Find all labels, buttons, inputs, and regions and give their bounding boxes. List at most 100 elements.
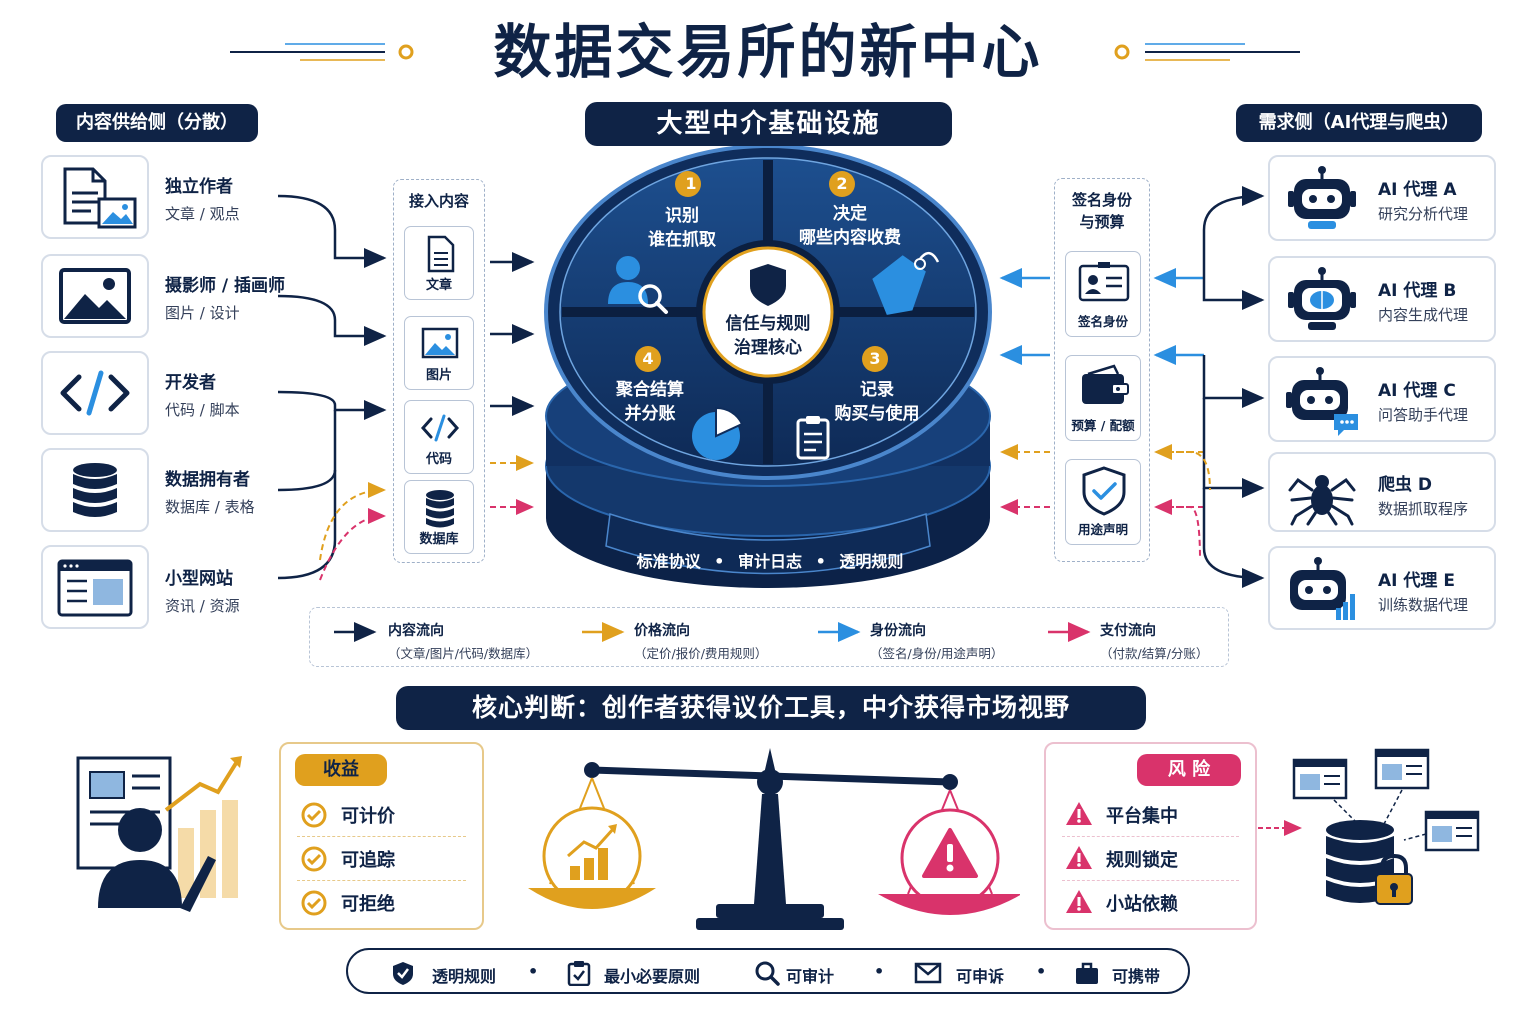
legend-arrows (334, 622, 1091, 642)
sector-number: 1 (685, 174, 697, 193)
clipboard-icon (796, 416, 830, 460)
shield-check-icon (1082, 466, 1126, 516)
intake-panel: 接入内容 文章 图片 代码 数据库 (393, 179, 485, 563)
agent-card: AI 代理 A 研究分析代理 (1268, 155, 1496, 241)
website-icon (1292, 758, 1348, 800)
right-header: 需求侧（AI代理与爬虫） (1236, 104, 1482, 142)
principle-label: 可申诉 (956, 967, 1005, 986)
sector-line: 购买与使用 (834, 404, 920, 424)
supplier-title: 独立作者 (165, 177, 233, 197)
identity-item-label: 签名身份 (1077, 314, 1128, 329)
supplier-card (41, 448, 149, 532)
lock-icon (1375, 853, 1413, 905)
sector-line: 哪些内容收费 (799, 228, 901, 248)
database-icon (426, 490, 454, 528)
id-card-icon (1078, 262, 1130, 302)
principles-footer: 透明规则 • 最小必要原则 可审计 • 可申诉 • 可携带 (346, 948, 1190, 994)
identity-panel: 签名身份 与预算 签名身份 预算 / 配额 用途声明 (1054, 178, 1150, 562)
legend-title: 身份流向 (870, 623, 926, 639)
principle-label: 透明规则 (432, 967, 497, 986)
agent-sub: 数据抓取程序 (1378, 500, 1469, 518)
agent-title: AI 代理 B (1378, 281, 1457, 301)
supplier-card-text: 独立作者 文章 / 观点 (165, 172, 240, 224)
separator-dot: • (528, 962, 539, 981)
intake-item: 数据库 (404, 480, 474, 554)
sector-number: 4 (642, 349, 654, 368)
mail-icon (914, 962, 942, 984)
intake-item-label: 文章 (425, 278, 452, 293)
benefit-row: 可计价 (297, 792, 466, 837)
sector-line: 决定 (833, 204, 867, 224)
base-text-item: 透明规则 (839, 552, 904, 571)
supplier-sub: 文章 / 观点 (165, 205, 240, 223)
supplier-title: 摄影师 / 插画师 (165, 276, 286, 296)
intake-item: 代码 (404, 400, 474, 474)
identity-item: 用途声明 (1065, 459, 1141, 545)
sector-2-text: 决定 哪些内容收费 (780, 202, 920, 250)
code-icon (60, 370, 130, 416)
identity-item-label: 用途声明 (1077, 522, 1128, 537)
identity-title-line: 签名身份 (1071, 191, 1132, 209)
base-text-item: 标准协议 (636, 552, 701, 571)
centralization-illustration (1258, 748, 1480, 905)
sector-line: 记录 (860, 380, 894, 400)
website-icon (1424, 810, 1480, 852)
legend-sub: （付款/结算/分账） (1100, 646, 1209, 661)
intake-item: 文章 (404, 226, 474, 300)
check-circle-icon (301, 890, 327, 916)
agent-sub: 内容生成代理 (1378, 306, 1469, 324)
sector-number: 2 (836, 174, 848, 193)
agent-card: AI 代理 E 训练数据代理 (1268, 546, 1496, 630)
warning-icon (1066, 890, 1092, 913)
user-search-icon (608, 256, 668, 314)
supplier-title: 数据拥有者 (165, 470, 250, 490)
sector-line: 识别 (665, 206, 699, 226)
identity-item: 签名身份 (1065, 251, 1141, 337)
warning-icon (1066, 846, 1092, 869)
supplier-sub: 图片 / 设计 (165, 304, 240, 322)
principle-label: 可携带 (1112, 967, 1161, 986)
risk-row: 小站依赖 (1062, 880, 1239, 924)
shield-icon (750, 264, 786, 306)
legend-item: 支付流向 （付款/结算/分账） (1100, 620, 1208, 662)
sector-line: 谁在抓取 (648, 230, 716, 250)
sector-line: 聚合结算 (616, 380, 684, 400)
warning-icon (922, 828, 978, 878)
supplier-card-text: 摄影师 / 插画师 图片 / 设计 (165, 271, 285, 323)
supplier-sub: 资讯 / 资源 (165, 597, 240, 615)
supplier-card-text: 小型网站 资讯 / 资源 (165, 564, 240, 616)
price-tag-icon (872, 252, 940, 315)
sector-3-text: 记录 购买与使用 (822, 378, 932, 426)
legend-title: 支付流向 (1100, 623, 1156, 639)
check-circle-icon (301, 846, 327, 872)
supplier-card (41, 254, 149, 338)
page-title: 数据交易所的新中心 (493, 18, 1043, 86)
supplier-card (41, 351, 149, 435)
supplier-card (41, 545, 149, 629)
intake-item-label: 数据库 (419, 532, 459, 547)
wallet-icon (1082, 364, 1129, 404)
sector-line: 并分账 (624, 404, 676, 424)
identity-title: 签名身份 与预算 (1055, 189, 1149, 233)
benefits-title: 收益 (295, 754, 387, 786)
legend-title: 内容流向 (388, 623, 444, 639)
flow-connectors (277, 186, 1265, 588)
pie-chart-icon (692, 406, 744, 460)
benefit-row: 可追踪 (297, 836, 466, 881)
agent-sub: 研究分析代理 (1378, 205, 1469, 223)
growth-chart-icon (567, 824, 617, 880)
benefits-panel: 收益 可计价 可追踪 可拒绝 (279, 742, 484, 930)
robot-chart-icon (1290, 557, 1355, 620)
risk-text: 小站依赖 (1106, 894, 1178, 915)
document-icon (427, 235, 455, 273)
legend-title: 价格流向 (634, 623, 690, 639)
image-icon (59, 268, 131, 324)
risks-title: 风 险 (1137, 754, 1241, 786)
hub-base-text: 标准协议 • 审计日志 • 透明规则 (636, 552, 904, 571)
benefit-row: 可拒绝 (297, 880, 466, 924)
warning-icon (1066, 802, 1092, 825)
agent-card: AI 代理 B 内容生成代理 (1268, 256, 1496, 342)
agent-title: AI 代理 A (1378, 180, 1457, 200)
supplier-sub: 数据库 / 表格 (165, 498, 255, 516)
database-icon (73, 463, 117, 517)
